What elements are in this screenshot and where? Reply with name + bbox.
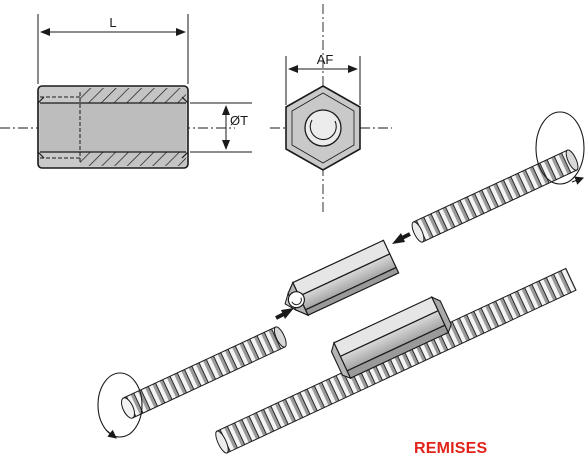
dimension-across-flats xyxy=(285,56,361,105)
rotation-arrow-lower xyxy=(97,372,143,439)
threaded-rod-upper-right xyxy=(411,149,579,243)
threaded-rod-lower-left xyxy=(121,326,287,419)
side-view-lower-wall-hatch xyxy=(80,152,186,166)
exploded-assembly xyxy=(97,111,585,439)
side-section-view: L ØT xyxy=(0,14,252,169)
dimension-length-label: L xyxy=(109,15,116,30)
end-hex-view: AF xyxy=(270,4,392,214)
rotation-arrow-upper xyxy=(535,111,585,185)
side-view-hidden-thread-lines xyxy=(40,92,81,162)
dimension-thread-diameter xyxy=(190,102,252,153)
push-arrow-left xyxy=(275,308,294,320)
dimension-thread-diameter-label: ØT xyxy=(230,113,248,128)
brand-logo-text: REMISES xyxy=(414,440,488,457)
push-arrow-right xyxy=(392,232,411,244)
side-view-bore xyxy=(40,103,186,152)
end-view-bore xyxy=(304,109,342,147)
side-view-upper-wall-hatch xyxy=(80,88,186,103)
dimension-across-flats-label: AF xyxy=(317,52,334,67)
assembled-rod xyxy=(215,267,577,454)
dimension-length xyxy=(37,14,189,84)
assembled-coupling xyxy=(215,267,577,454)
coupling-nut-exploded xyxy=(284,239,400,317)
coupling-nut-assembled xyxy=(330,296,452,380)
